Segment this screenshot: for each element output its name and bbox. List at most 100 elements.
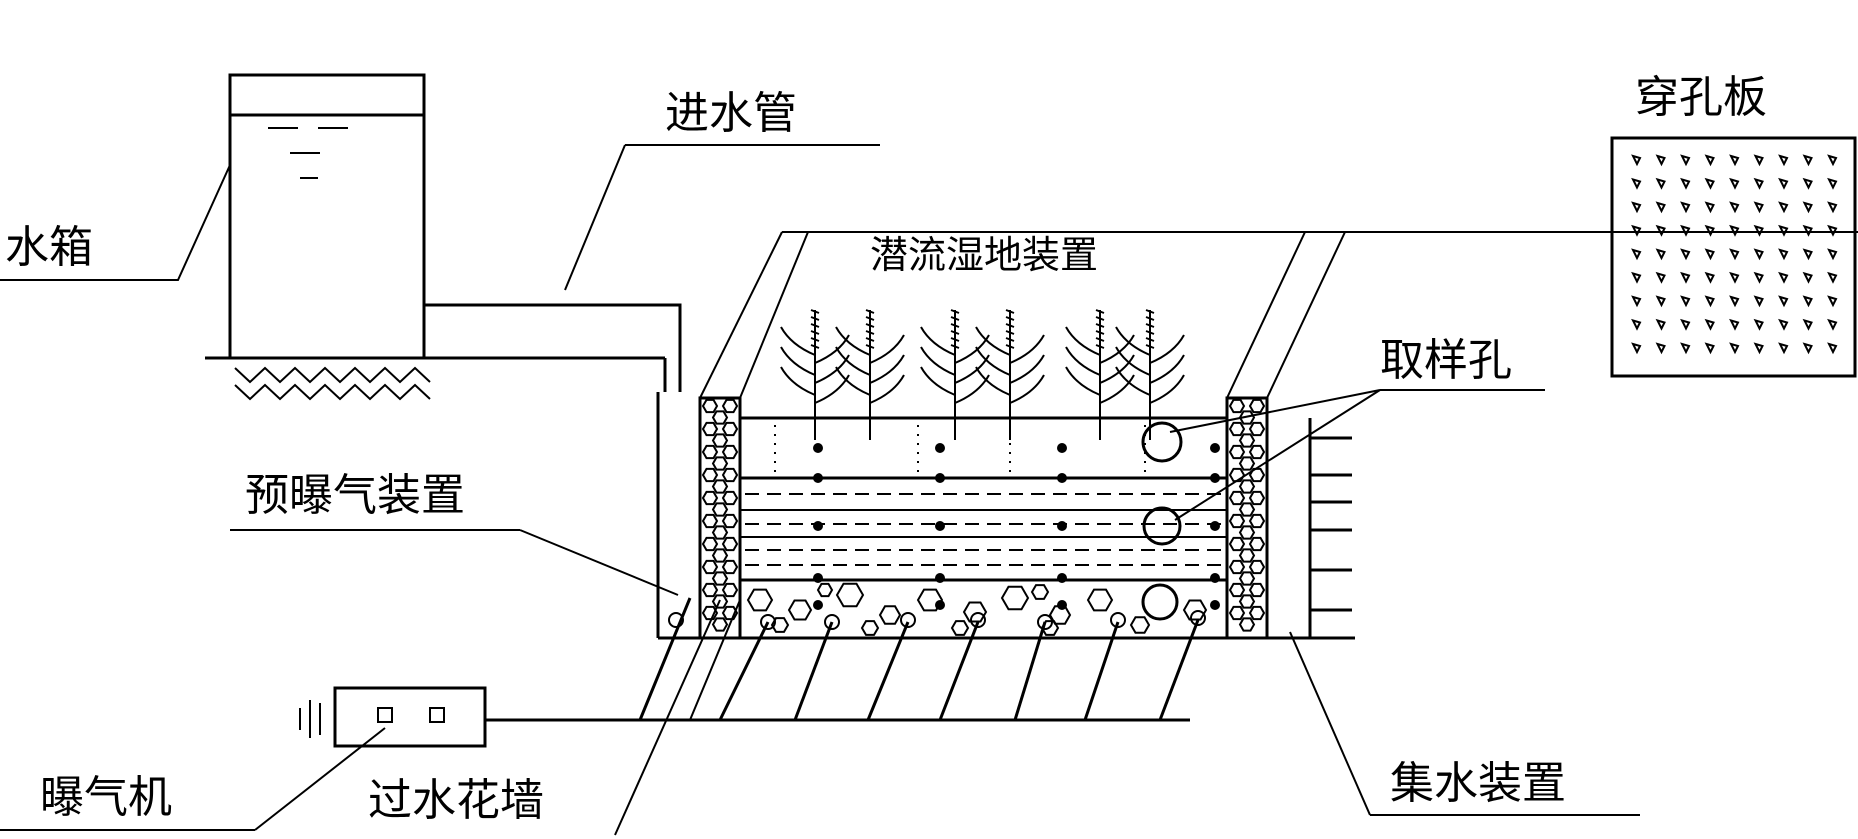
plant-seed bbox=[1095, 337, 1105, 342]
flower-wall-label: 过水花墙 bbox=[368, 599, 741, 836]
air-distribution-pipes bbox=[638, 597, 1200, 721]
plant-seed bbox=[810, 330, 820, 335]
plate-hole bbox=[1729, 271, 1740, 284]
honeycomb-cell bbox=[701, 582, 719, 598]
probe-point bbox=[813, 521, 823, 531]
plate-hole bbox=[1680, 201, 1691, 214]
plant-leaf bbox=[1149, 374, 1185, 404]
plate-hole bbox=[1753, 342, 1764, 355]
plate-hole bbox=[1802, 295, 1813, 308]
plant-leaf bbox=[1065, 326, 1101, 356]
aeration-head-icon bbox=[824, 614, 840, 630]
plant-leaf bbox=[835, 346, 871, 376]
plant-leaf bbox=[1065, 346, 1101, 376]
plant-seed bbox=[1005, 316, 1015, 321]
plant-leaf bbox=[1099, 374, 1135, 404]
plate-hole bbox=[1704, 154, 1715, 167]
plate-hole bbox=[1827, 224, 1838, 237]
aeration-head-icon bbox=[1037, 614, 1053, 630]
honeycomb-cell bbox=[701, 605, 719, 621]
honeycomb-cell bbox=[721, 559, 739, 575]
aeration-head-icon bbox=[1190, 610, 1206, 626]
plate-hole bbox=[1802, 271, 1813, 284]
svg-text:曝气机: 曝气机 bbox=[40, 772, 172, 823]
gravel-stone bbox=[787, 599, 813, 621]
honeycomb-cell bbox=[721, 605, 739, 621]
air-pipe bbox=[638, 597, 692, 721]
honeycomb-cell bbox=[1238, 617, 1256, 632]
honeycomb-cell bbox=[1238, 571, 1256, 586]
plant-leaf bbox=[975, 366, 1011, 396]
plant-seed bbox=[1145, 337, 1155, 342]
plant-leaf bbox=[1065, 366, 1101, 396]
plate-hole bbox=[1778, 342, 1789, 355]
probe-point bbox=[1057, 573, 1067, 583]
aeration-head-icon bbox=[970, 612, 986, 628]
wetland-plants bbox=[780, 309, 1185, 440]
plant-leaf bbox=[954, 354, 990, 384]
svg-text:过水花墙: 过水花墙 bbox=[368, 775, 544, 826]
honeycomb-cell bbox=[721, 513, 739, 529]
plant-seed bbox=[950, 344, 960, 349]
honeycomb-cell bbox=[701, 467, 719, 483]
plate-hole bbox=[1631, 177, 1642, 190]
air-pipe bbox=[1083, 621, 1120, 721]
plate-hole bbox=[1631, 248, 1642, 261]
honeycomb-cell bbox=[1248, 467, 1266, 483]
plate-hole bbox=[1729, 295, 1740, 308]
plant-seed bbox=[1145, 309, 1155, 314]
plate-hole bbox=[1631, 154, 1642, 167]
wetland-device-label: 潜流湿地装置 bbox=[870, 233, 1098, 277]
gravel-stone bbox=[878, 605, 902, 625]
honeycomb-cell bbox=[1228, 559, 1246, 575]
gravel-stone bbox=[1030, 584, 1050, 600]
plant-seed bbox=[1005, 344, 1015, 349]
plant-seed bbox=[1095, 323, 1105, 328]
honeycomb-cell bbox=[1248, 398, 1266, 414]
honeycomb-cell bbox=[1228, 605, 1246, 621]
plant-leaf bbox=[814, 334, 850, 364]
plant-seed bbox=[865, 323, 875, 328]
honeycomb-cell bbox=[711, 410, 729, 425]
sampling-hole-bottom bbox=[1141, 583, 1179, 621]
svg-text:取样孔: 取样孔 bbox=[1380, 335, 1512, 386]
honeycomb-cell bbox=[1238, 433, 1256, 448]
plate-hole bbox=[1778, 177, 1789, 190]
honeycomb-cell bbox=[1238, 502, 1256, 517]
honeycomb-cell bbox=[1238, 525, 1256, 540]
honeycomb-cell bbox=[701, 444, 719, 460]
plate-hole bbox=[1827, 295, 1838, 308]
plate-hole bbox=[1778, 154, 1789, 167]
plant-leaf bbox=[1149, 354, 1185, 384]
plate-hole bbox=[1753, 295, 1764, 308]
honeycomb-cell bbox=[1248, 582, 1266, 598]
plant-leaf bbox=[975, 346, 1011, 376]
plant-seed bbox=[1095, 344, 1105, 349]
aerator bbox=[299, 686, 1190, 748]
plate-hole bbox=[1655, 342, 1666, 355]
gravel-stone bbox=[1129, 616, 1151, 634]
plate-hole bbox=[1631, 224, 1642, 237]
honeycomb-cell bbox=[711, 617, 729, 632]
plant-leaf bbox=[814, 374, 850, 404]
plant-leaf bbox=[1099, 334, 1135, 364]
gravel-stone bbox=[1182, 599, 1208, 621]
honeycomb-cell bbox=[711, 479, 729, 494]
plate-hole bbox=[1802, 248, 1813, 261]
plant-seed bbox=[950, 337, 960, 342]
wetland-housing bbox=[699, 231, 1858, 399]
plant-leaf bbox=[920, 326, 956, 356]
plate-hole bbox=[1655, 248, 1666, 261]
gravel-stone bbox=[746, 588, 774, 612]
honeycomb-cell bbox=[1228, 421, 1246, 437]
air-pipe bbox=[793, 621, 834, 721]
plate-hole bbox=[1655, 271, 1666, 284]
plate-hole bbox=[1655, 318, 1666, 331]
probe-point bbox=[935, 600, 945, 610]
honeycomb-cell bbox=[1228, 582, 1246, 598]
plant-leaf bbox=[1009, 354, 1045, 384]
ground bbox=[205, 356, 665, 401]
plant-seed bbox=[950, 316, 960, 321]
plant-leaf bbox=[869, 354, 905, 384]
plate-hole bbox=[1729, 154, 1740, 167]
